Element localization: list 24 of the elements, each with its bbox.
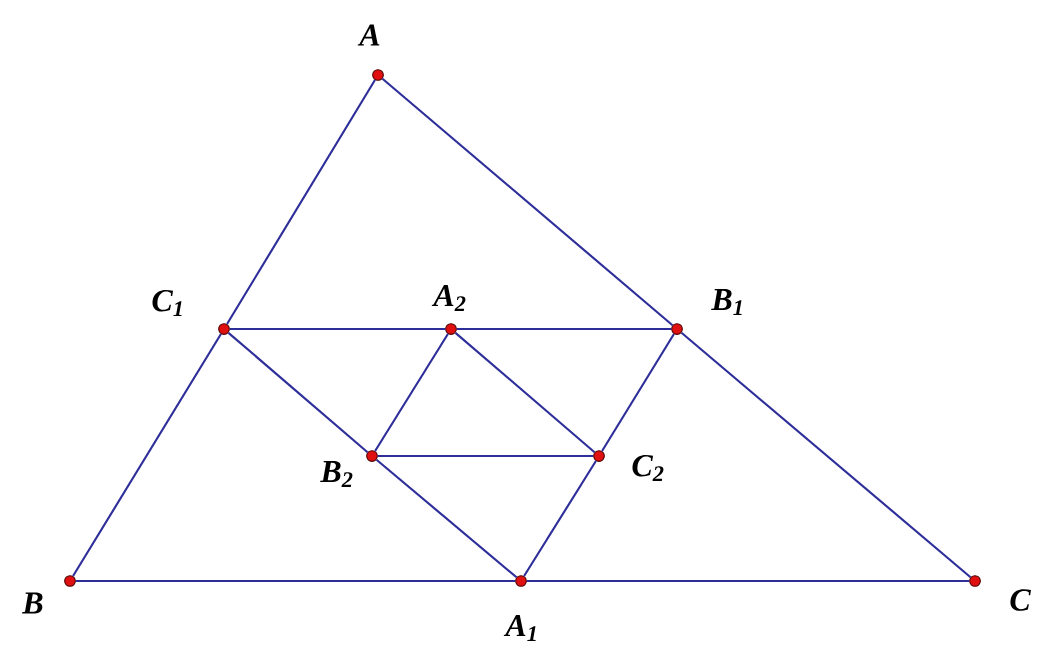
line-segment — [381, 78, 674, 327]
line-segment — [680, 331, 972, 579]
point-label: C$_{1}$ — [152, 289, 182, 317]
line-segment — [523, 460, 597, 577]
point-label: A$_{1}$ — [503, 614, 536, 642]
line-segment — [601, 333, 675, 452]
line-segment — [454, 332, 596, 453]
line-segment — [456, 327, 672, 331]
point-label: C$_{2}$ — [632, 454, 664, 482]
point-label: A — [357, 24, 380, 46]
line-segment — [227, 332, 369, 453]
line-segment — [526, 579, 970, 583]
line-segment — [377, 454, 594, 458]
line-segment — [75, 579, 516, 583]
line-segment — [72, 333, 222, 577]
point-label: B — [22, 592, 43, 614]
line-segment — [229, 327, 446, 331]
point-label: B$_{1}$ — [711, 289, 742, 315]
point-label: A$_{2}$ — [431, 284, 466, 312]
line-segment — [226, 79, 376, 325]
line-segment — [375, 458, 518, 579]
point-label: C — [1010, 589, 1031, 611]
line-segment — [374, 333, 449, 452]
point-label: B$_{2}$ — [320, 461, 353, 487]
